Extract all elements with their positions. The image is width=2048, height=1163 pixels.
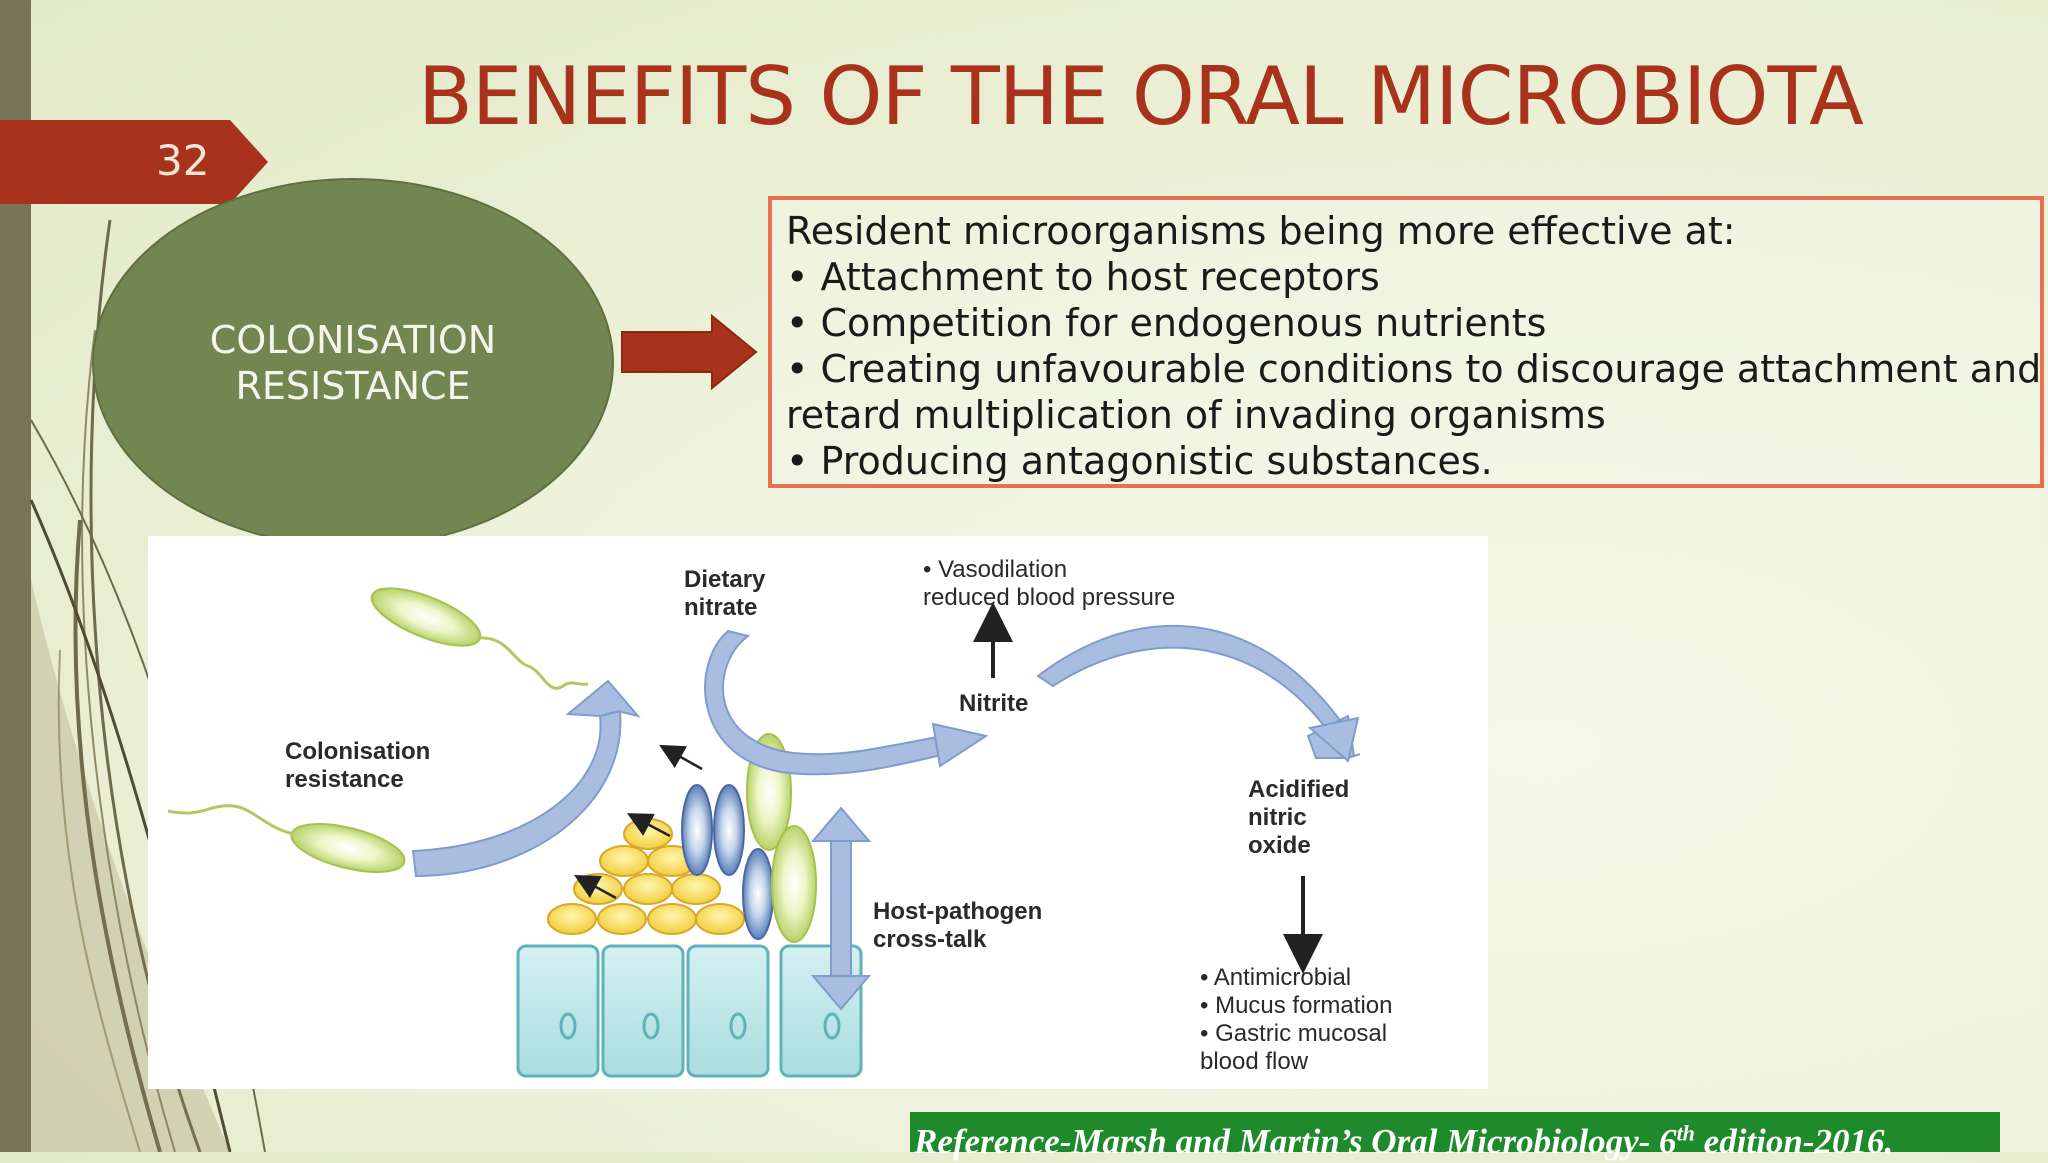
label-acidified-nitric-oxide: Acidified nitric oxide bbox=[1248, 776, 1350, 859]
label-colonisation-resistance: Colonisation resistance bbox=[285, 738, 431, 793]
slide-title: BENEFITS OF THE ORAL MICROBIOTA bbox=[418, 50, 1864, 143]
small-black-arrows bbox=[574, 744, 703, 900]
free-bacterium-top bbox=[370, 587, 589, 690]
description-line: • Producing antagonistic substances. bbox=[786, 439, 1493, 483]
label-dietary-nitrate: Dietary nitrate bbox=[684, 566, 766, 621]
description-box: Resident microorganisms being more effec… bbox=[768, 196, 2044, 488]
reference-prefix: Reference-Marsh and Martin’s Oral Microb… bbox=[914, 1121, 1677, 1161]
reference-banner: Reference-Marsh and Martin’s Oral Microb… bbox=[910, 1112, 2000, 1161]
slide-number-tag bbox=[0, 120, 268, 204]
label-vasodilation: • Vasodilation reduced blood pressure bbox=[923, 556, 1176, 611]
curved-arrow-nitrate bbox=[704, 629, 989, 776]
right-arrow-icon bbox=[621, 313, 758, 391]
diagram-graphics bbox=[167, 587, 1361, 1078]
blue-bacteria bbox=[681, 784, 774, 940]
concept-label: COLONISATION RESISTANCE bbox=[209, 318, 497, 408]
label-host-pathogen: Host-pathogen cross-talk bbox=[873, 898, 1043, 953]
description-line: Resident microorganisms being more effec… bbox=[786, 209, 1736, 253]
label-nitrite: Nitrite bbox=[959, 690, 1029, 717]
epithelial-cells bbox=[516, 944, 863, 1078]
description-line: • Creating unfavourable conditions to di… bbox=[786, 347, 2042, 391]
label-effects: • Antimicrobial • Mucus formation • Gast… bbox=[1200, 964, 1393, 1075]
description-line: • Competition for endogenous nutrients bbox=[786, 301, 1547, 345]
nitrate-pathway-diagram: Dietary nitrate • Vasodilation reduced b… bbox=[148, 536, 1488, 1089]
free-bacterium-bottom bbox=[167, 804, 406, 873]
description-line: • Attachment to host receptors bbox=[786, 255, 1380, 299]
description-line: retard multiplication of invading organi… bbox=[786, 393, 1606, 437]
curved-arrow-nitric-oxide bbox=[1036, 624, 1361, 763]
double-arrow-host-pathogen bbox=[810, 806, 872, 1011]
concept-ellipse: COLONISATION RESISTANCE bbox=[92, 178, 614, 548]
reference-sup: th bbox=[1676, 1120, 1695, 1145]
curved-arrow-colonisation bbox=[411, 679, 641, 878]
reference-suffix: edition-2016. bbox=[1694, 1121, 1894, 1161]
reference-text: Reference-Marsh and Martin’s Oral Microb… bbox=[914, 1120, 1894, 1161]
slide-number: 32 bbox=[156, 136, 210, 185]
